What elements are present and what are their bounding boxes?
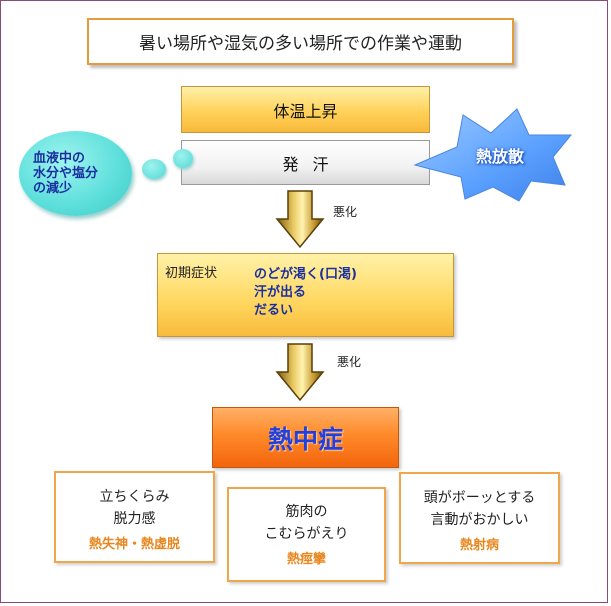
sweating-box: 発汗	[181, 140, 430, 185]
burst-shape	[413, 108, 573, 202]
thought-bubble-small	[142, 159, 166, 179]
initial-symptoms-heading: 初期症状	[165, 266, 218, 281]
title-box: 暑い場所や湿気の多い場所での作業や運動	[87, 18, 514, 65]
outcome-line: 筋肉の	[285, 504, 328, 520]
symptom-item: 汗が出る	[254, 285, 307, 300]
body-temperature-box: 体温上昇	[181, 86, 430, 133]
down-arrow-2	[275, 342, 325, 402]
body-temperature-label: 体温上昇	[273, 101, 338, 121]
outcome-line: 脱力感	[113, 511, 156, 527]
initial-symptoms-box: 初期症状 のどが渇く(口渇) 汗が出る だるい	[157, 253, 454, 337]
symptom-item: だるい	[254, 303, 294, 318]
outcome-name: 熱射病	[459, 538, 499, 553]
heatstroke-box: 熱中症	[212, 407, 399, 468]
sweating-label: 発汗	[282, 154, 343, 174]
heat-dissipation-label: 熱放散	[476, 147, 525, 166]
worsen-label-1: 悪化	[333, 205, 358, 219]
heatstroke-label: 熱中症	[267, 424, 343, 454]
heat-dissipation-callout: 熱放散	[413, 107, 573, 202]
symptom-list: のどが渇く(口渇) 汗が出る だるい	[254, 266, 357, 320]
outcome-card-heat-syncope: 立ちくらみ 脱力感 熱失神・熱虚脱	[54, 471, 215, 563]
outcome-line: 立ちくらみ	[99, 489, 170, 505]
worsen-label-2: 悪化	[337, 355, 362, 369]
outcome-line: 言動がおかしい	[430, 512, 529, 528]
title-text: 暑い場所や湿気の多い場所での作業や運動	[139, 34, 462, 54]
outcome-card-heat-cramps: 筋肉の こむらがえり 熱痙攣	[227, 487, 386, 582]
outcome-name: 熱失神・熱虚脱	[88, 537, 180, 552]
thought-cloud: 血液中の 水分や塩分 の減少	[19, 131, 132, 216]
outcome-line: 頭がボーッとする	[423, 490, 536, 506]
outcome-line: こむらがえり	[264, 526, 349, 542]
thought-bubble-tiny	[173, 149, 193, 168]
symptom-item: のどが渇く(口渇)	[254, 267, 357, 282]
outcome-name: 熱痙攣	[286, 552, 326, 567]
cloud-text: 血液中の 水分や塩分 の減少	[33, 151, 99, 196]
outcome-card-heat-stroke: 頭がボーッとする 言動がおかしい 熱射病	[399, 472, 560, 564]
down-arrow-1	[275, 189, 325, 249]
